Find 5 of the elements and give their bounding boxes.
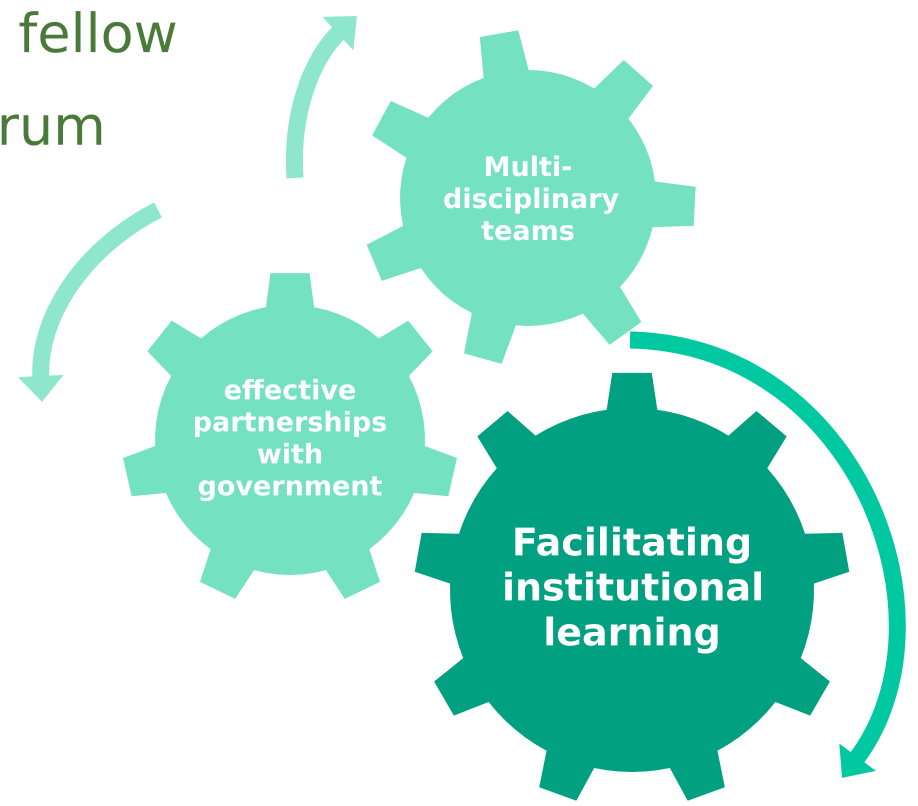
heading-text: fellow <box>20 11 176 53</box>
gear: effective partnerships with government <box>122 273 458 599</box>
gear: Facilitating institutional learning <box>414 372 850 801</box>
gear: Multi-disciplinary teams <box>366 30 696 364</box>
heading-text: rum <box>2 114 102 146</box>
